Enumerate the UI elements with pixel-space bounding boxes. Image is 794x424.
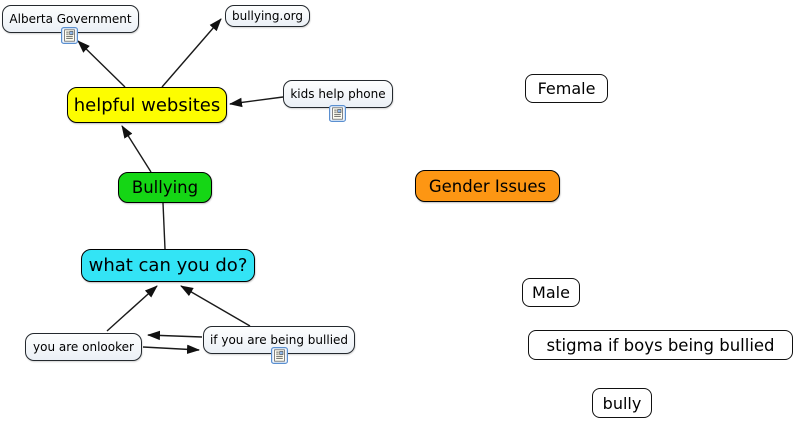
concept-node-helpful-websites[interactable]: helpful websites (67, 87, 227, 123)
concept-node-label: bully (602, 393, 642, 413)
link-you-are-onlooker-to-what-can-you-do (106, 285, 158, 332)
link-bullying-to-what-can-you-do (162, 202, 166, 250)
concept-node-what-can-you-do[interactable]: what can you do? (81, 249, 255, 282)
concept-node-label: kids help phone (290, 87, 386, 101)
concept-node-bullying[interactable]: Bullying (118, 172, 212, 203)
concept-node-gender-issues[interactable]: Gender Issues (415, 170, 560, 202)
document-resource-icon[interactable] (329, 105, 346, 122)
document-resource-icon[interactable] (61, 27, 78, 44)
link-helpful-websites-to-alberta-government (77, 40, 126, 88)
concept-node-if-you-are-being-bullied[interactable]: if you are being bullied (203, 326, 355, 354)
concept-node-bullying-org[interactable]: bullying.org (225, 5, 310, 27)
concept-node-bully[interactable]: bully (592, 388, 652, 418)
concept-node-label: helpful websites (73, 94, 221, 116)
link-helpful-websites-to-bullying-org (161, 18, 222, 88)
concept-node-label: stigma if boys being bullied (546, 335, 775, 355)
concept-node-label: Bullying (131, 178, 199, 197)
concept-node-label: Male (532, 283, 570, 302)
link-kids-help-phone-to-helpful-websites (229, 96, 284, 108)
concept-node-label: if you are being bullied (209, 333, 349, 347)
concept-node-male[interactable]: Male (522, 278, 580, 307)
link-if-being-bullied-to-what-can-you-do (180, 285, 251, 327)
link-bullying-to-helpful-websites (121, 125, 152, 173)
concept-node-label: Alberta Government (9, 12, 132, 26)
concept-node-kids-help-phone[interactable]: kids help phone (283, 80, 393, 108)
concept-node-label: what can you do? (88, 255, 248, 276)
document-resource-icon[interactable] (271, 347, 288, 364)
concept-node-label: Gender Issues (428, 176, 547, 196)
link-you-are-onlooker-to-if-being-bullied (142, 344, 200, 355)
concept-node-stigma-if-boys-being-bullied[interactable]: stigma if boys being bullied (528, 330, 793, 360)
link-if-being-bullied-to-you-are-onlooker (147, 330, 203, 341)
concept-node-female[interactable]: Female (525, 74, 608, 103)
concept-node-label: you are onlooker (33, 340, 134, 354)
concept-node-label: bullying.org (231, 9, 304, 23)
concept-node-label: Female (537, 79, 596, 98)
concept-node-you-are-onlooker[interactable]: you are onlooker (25, 333, 142, 361)
